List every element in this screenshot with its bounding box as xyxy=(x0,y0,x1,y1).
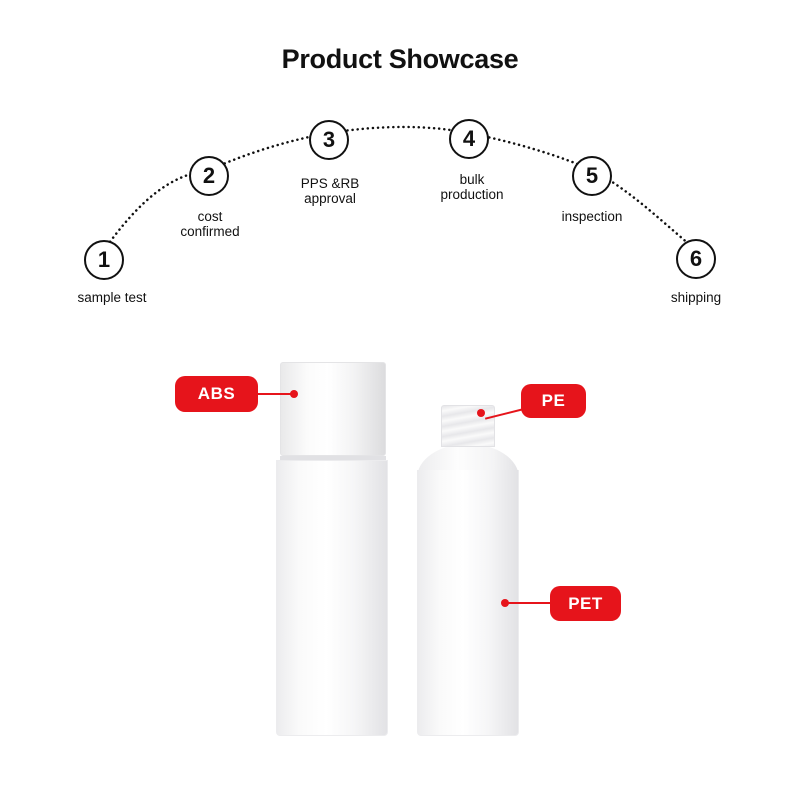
pe-material-tag: PE xyxy=(521,384,586,418)
step-1-circle: 1 xyxy=(84,240,124,280)
step-2-label: cost confirmed xyxy=(180,209,240,239)
step-3-label: PPS &RB approval xyxy=(300,176,360,206)
step-5-circle: 5 xyxy=(572,156,612,196)
bottle-cap xyxy=(280,362,386,456)
step-3-circle: 3 xyxy=(309,120,349,160)
bottle-neck-thread xyxy=(441,405,495,447)
process-arc xyxy=(102,125,698,252)
pet-leader-line xyxy=(507,602,551,604)
pet-leader-dot xyxy=(501,599,509,607)
pe-leader-dot xyxy=(477,409,485,417)
abs-material-tag: ABS xyxy=(175,376,258,412)
cap-seam xyxy=(280,456,386,461)
bottle-body-left xyxy=(276,460,388,736)
step-4-label: bulk production xyxy=(440,172,504,202)
abs-leader-dot xyxy=(290,390,298,398)
step-6-circle: 6 xyxy=(676,239,716,279)
page-title: Product Showcase xyxy=(281,44,519,74)
step-6-label: shipping xyxy=(670,290,722,305)
step-5-label: inspection xyxy=(561,209,623,224)
step-2-circle: 2 xyxy=(189,156,229,196)
abs-leader-line xyxy=(258,393,293,395)
step-4-circle: 4 xyxy=(449,119,489,159)
step-1-label: sample test xyxy=(77,290,147,305)
pet-material-tag: PET xyxy=(550,586,621,621)
